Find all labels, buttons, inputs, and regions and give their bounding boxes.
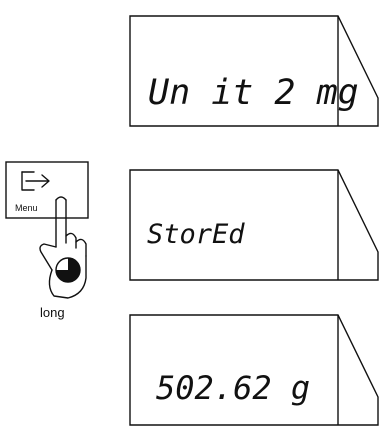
display-panel-unit-frame xyxy=(129,15,379,127)
display-panel-unit: Un it 2 mg xyxy=(129,15,379,127)
exit-arrow-icon xyxy=(21,171,50,191)
display-panel-weight-frame xyxy=(129,314,379,426)
display-panel-weight: 502.62 g xyxy=(129,314,379,426)
press-duration-label: long xyxy=(40,305,65,320)
display-panel-stored: StorEd xyxy=(129,169,379,281)
display-panel-stored-frame xyxy=(129,169,379,281)
menu-button-label: Menu xyxy=(15,203,38,213)
menu-button[interactable]: Menu xyxy=(5,161,89,219)
display-text-unit: Un it 2 mg xyxy=(148,73,359,113)
display-text-weight: 502.62 g xyxy=(156,369,310,407)
clock-hand-icon xyxy=(56,258,80,282)
menu-button-frame xyxy=(5,161,89,219)
finger-press-clock-icon xyxy=(39,196,87,299)
display-text-stored: StorEd xyxy=(147,219,245,250)
